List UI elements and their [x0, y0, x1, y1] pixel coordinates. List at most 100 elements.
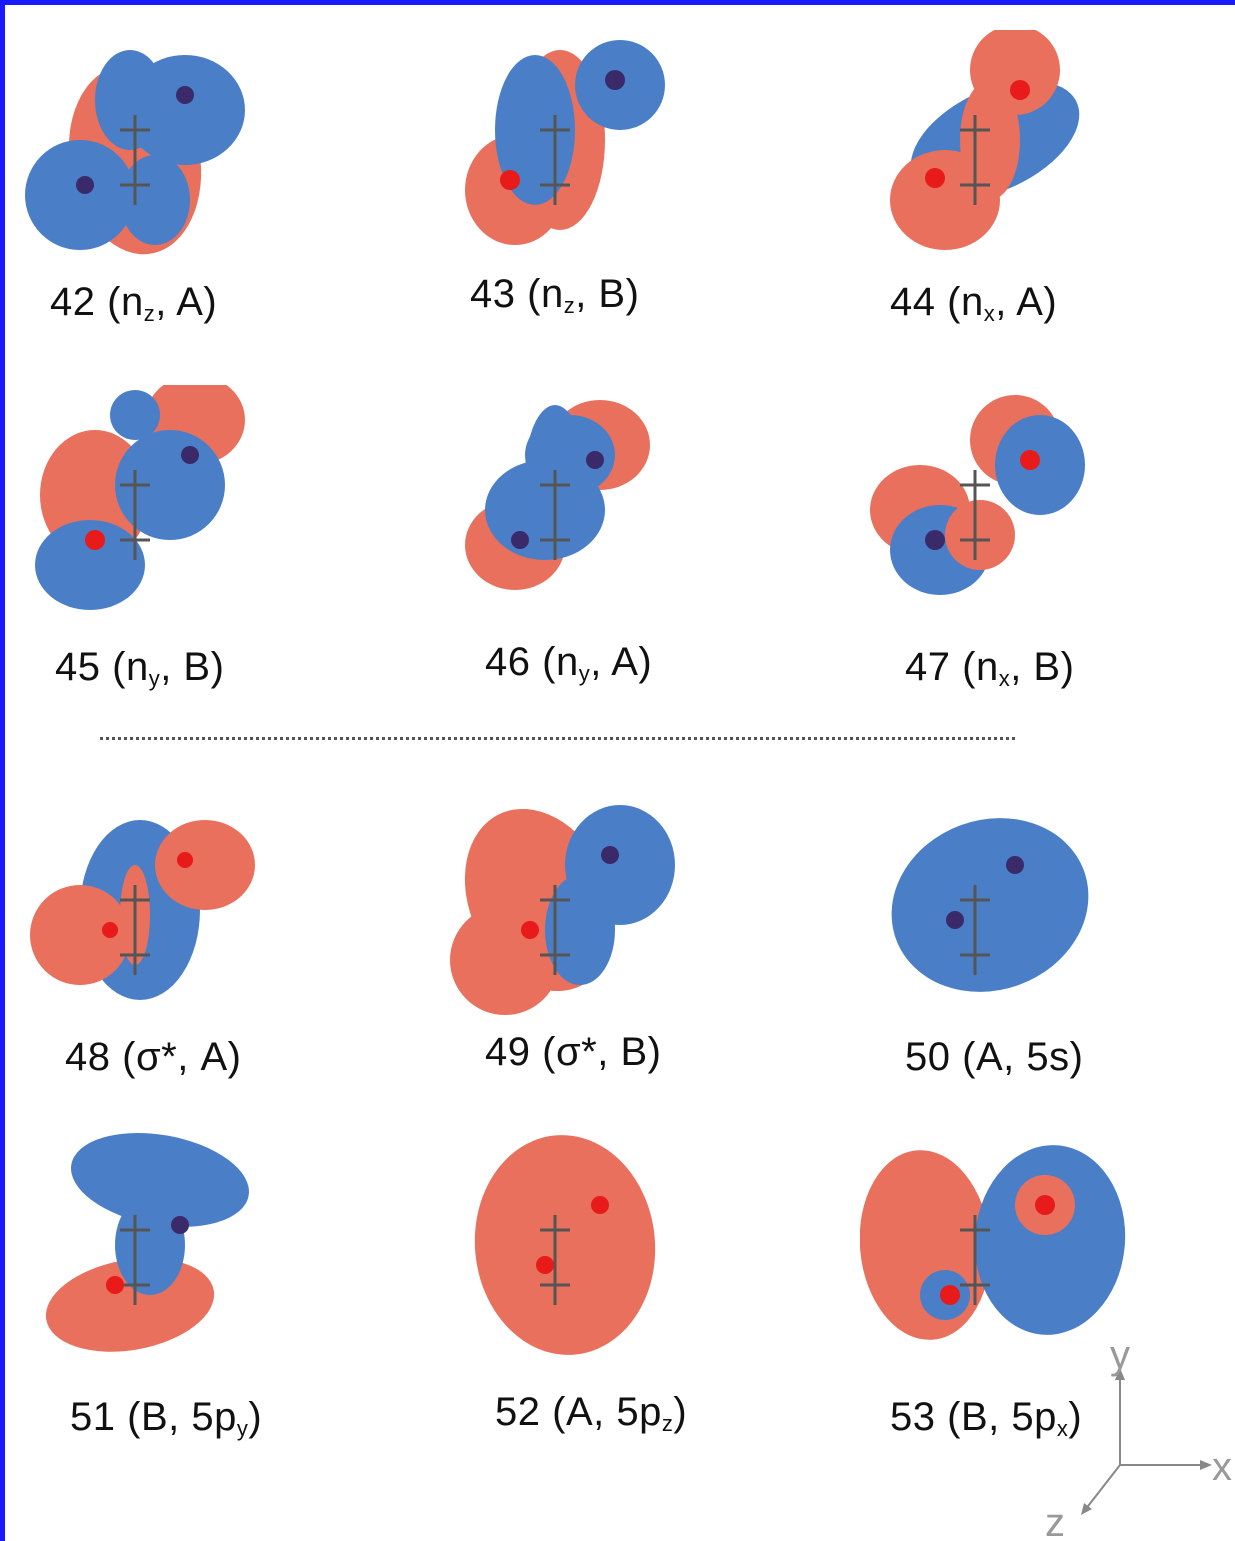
- orbital-label: 49 (σ*, B): [485, 1030, 662, 1074]
- orbital-symbol: 5p: [191, 1395, 237, 1439]
- orbital-symbol: n: [540, 272, 564, 316]
- orbital-isosurface-image: [474, 1135, 656, 1355]
- negative-lobe: [120, 155, 190, 245]
- orbital-label: 51 (B, 5py): [70, 1395, 263, 1441]
- orbital-symbol: σ*: [135, 1035, 178, 1079]
- orbital-irrep: B: [960, 1395, 989, 1439]
- negative-lobe: [115, 1195, 185, 1295]
- orbital-number: 43: [470, 272, 516, 316]
- positive-lobe: [960, 80, 1020, 200]
- orbital-number: 45: [55, 645, 101, 689]
- orbital-isosurface-image: [450, 805, 675, 1015]
- molecular-backbone: [120, 1215, 150, 1305]
- orbital-symbol: 5p: [1011, 1395, 1057, 1439]
- negative-lobe: [25, 140, 135, 250]
- negative-lobe: [974, 1145, 1126, 1335]
- orbital-label: 45 (ny, B): [55, 645, 225, 691]
- heavy-atom: [176, 86, 194, 104]
- orbital-subscript: z: [661, 1411, 674, 1436]
- negative-lobe: [71, 1133, 249, 1227]
- orbital-symbol: n: [555, 640, 579, 684]
- orbital-label: 52 (A, 5pz): [495, 1390, 688, 1436]
- atom: [102, 922, 118, 938]
- orbital-number: 47: [905, 645, 951, 689]
- atom: [177, 852, 193, 868]
- orbital-irrep: A: [1016, 280, 1044, 324]
- y-axis-label: y: [1110, 1340, 1130, 1377]
- orbital-isosurface-image: [465, 400, 650, 590]
- positive-lobe: [155, 820, 255, 910]
- orbital-label: 43 (nz, B): [470, 272, 640, 318]
- orbital-subscript: z: [143, 301, 156, 326]
- x-axis-label: x: [1212, 1445, 1232, 1489]
- orbital-number: 44: [890, 280, 936, 324]
- atom: [1010, 80, 1030, 100]
- molecular-backbone: [540, 470, 570, 560]
- atom: [536, 1256, 554, 1274]
- positive-lobe: [450, 905, 560, 1015]
- molecular-backbone: [120, 115, 150, 205]
- molecular-backbone: [120, 470, 150, 560]
- orbital-label: 47 (nx, B): [905, 645, 1075, 691]
- orbital-number: 49: [485, 1030, 531, 1074]
- orbital-label: 44 (nx, A): [890, 280, 1058, 326]
- positive-lobe: [474, 1135, 656, 1355]
- y-arrow-icon: [1115, 1368, 1125, 1380]
- molecular-backbone: [540, 115, 570, 205]
- negative-lobe: [545, 875, 615, 985]
- orbital-isosurface-image: [45, 1133, 249, 1352]
- heavy-atom: [586, 451, 604, 469]
- orbital-isosurface-image: [890, 30, 1080, 250]
- orbital-number: 53: [890, 1395, 936, 1439]
- orbital-subscript: y: [236, 1416, 249, 1441]
- heavy-atom: [925, 530, 945, 550]
- orbital-number: 46: [485, 640, 531, 684]
- orbital-irrep: B: [140, 1395, 169, 1439]
- orbital-label: 50 (A, 5s): [905, 1035, 1084, 1079]
- orbital-label: 42 (nz, A): [50, 280, 218, 326]
- atom: [521, 921, 539, 939]
- negative-lobe: [891, 818, 1089, 992]
- orbital-subscript: y: [578, 661, 591, 686]
- orbital-irrep: B: [183, 645, 211, 689]
- orbital-number: 51: [70, 1395, 116, 1439]
- molecular-backbone: [960, 115, 990, 205]
- atom: [925, 168, 945, 188]
- molecular-backbone: [540, 1215, 570, 1305]
- orbital-irrep: A: [975, 1035, 1004, 1079]
- atom: [106, 1276, 124, 1294]
- negative-lobe: [110, 390, 160, 440]
- heavy-atom: [605, 70, 625, 90]
- heavy-atom: [1006, 856, 1024, 874]
- orbital-subscript: x: [1056, 1416, 1069, 1441]
- molecular-backbone: [120, 885, 150, 975]
- atom: [1020, 450, 1040, 470]
- orbital-irrep: A: [565, 1390, 594, 1434]
- orbital-irrep: A: [176, 280, 204, 324]
- x-arrow-icon: [1200, 1460, 1212, 1470]
- positive-lobe: [30, 885, 130, 985]
- orbital-label: 48 (σ*, A): [65, 1035, 242, 1079]
- section-divider: [100, 737, 1015, 740]
- negative-lobe: [95, 50, 165, 150]
- orbital-symbol: n: [120, 280, 144, 324]
- orbital-isosurface-image: [891, 818, 1089, 992]
- orbital-isosurface-image: [860, 1145, 1126, 1340]
- orbital-subscript: x: [983, 301, 996, 326]
- molecular-backbone: [960, 885, 990, 975]
- molecular-backbone: [960, 1215, 990, 1305]
- z-arrow-icon: [1081, 1503, 1092, 1515]
- heavy-atom: [601, 846, 619, 864]
- orbital-symbol: 5s: [1026, 1035, 1070, 1079]
- orbital-label: 46 (ny, A): [485, 640, 653, 686]
- atom: [85, 530, 105, 550]
- orbital-irrep: A: [200, 1035, 228, 1079]
- orbital-number: 50: [905, 1035, 951, 1079]
- orbital-irrep: B: [598, 272, 626, 316]
- coordinate-axes: y x z: [1045, 1340, 1232, 1541]
- negative-lobe: [995, 415, 1085, 515]
- orbital-symbol: n: [125, 645, 149, 689]
- atom: [940, 1285, 960, 1305]
- orbital-irrep: B: [620, 1030, 648, 1074]
